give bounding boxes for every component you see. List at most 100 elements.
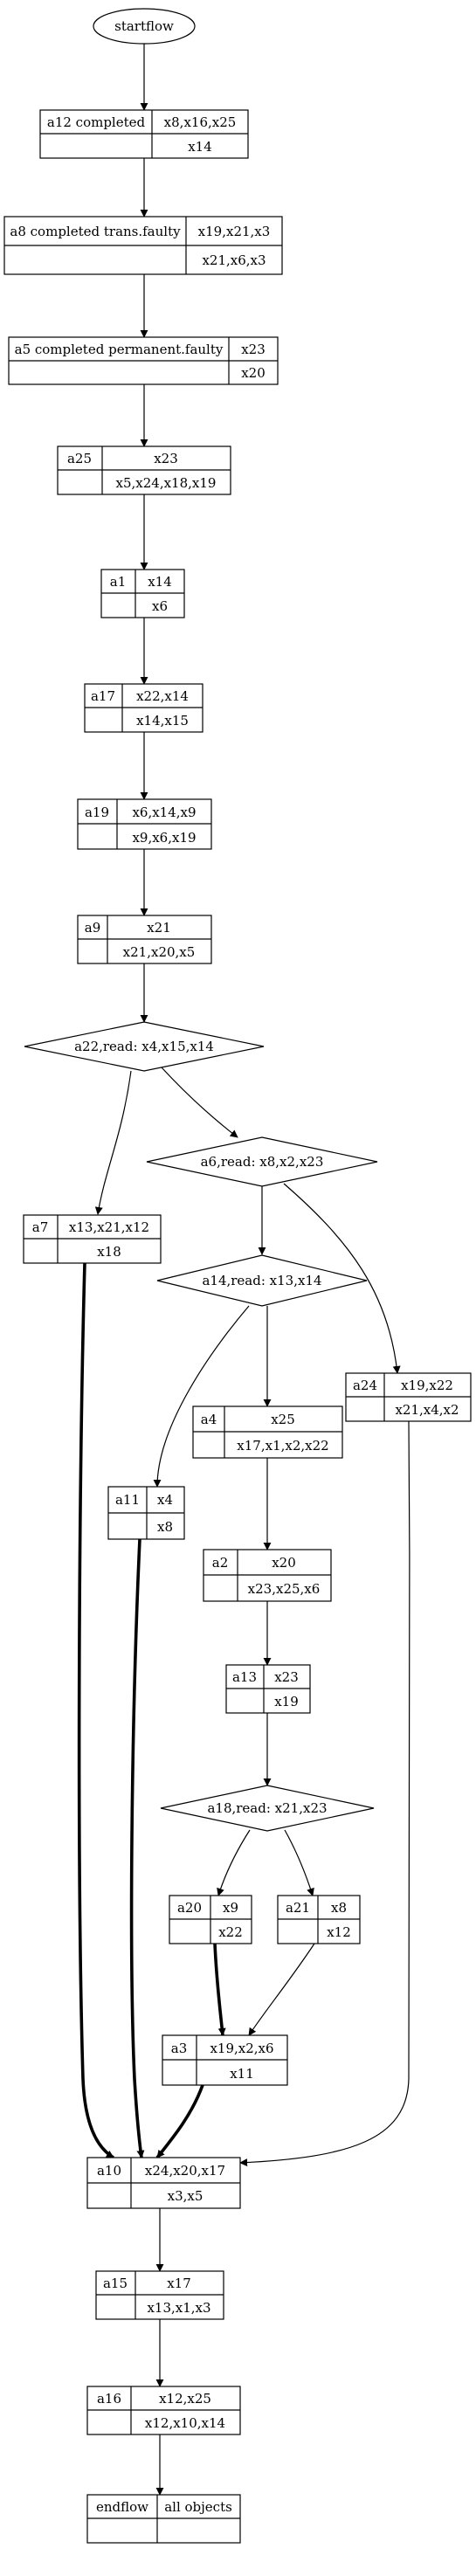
edge-a20-a3 [213, 1943, 226, 2036]
node-top-values: x6,x14,x9 [132, 805, 196, 820]
node-top-values: x19,x21,x3 [198, 224, 271, 239]
node-bottom-values: x11 [230, 2066, 254, 2082]
node-a3[interactable]: a3 x19,x2,x6 x11 [162, 2034, 288, 2086]
node-id: a2 [212, 1555, 229, 1571]
node-label: a6,read: x8,x2,x23 [201, 1154, 324, 1170]
node-top-values: x8 [331, 1900, 347, 1916]
node-a22[interactable]: a22,read: x4,x15,x14 [24, 1021, 265, 1072]
node-a20[interactable]: a20 x9 x22 [169, 1895, 252, 1944]
node-id: a5 completed permanent.faulty [15, 342, 224, 357]
node-id: endflow [96, 2499, 148, 2515]
node-id: a21 [286, 1900, 310, 1916]
node-id: a19 [85, 805, 109, 820]
node-endflow[interactable]: endflow all objects [86, 2494, 241, 2544]
node-top-values: x12,x25 [159, 2391, 211, 2407]
node-top-values: x19,x22 [401, 1378, 453, 1393]
node-bottom-values: x12,x10,x14 [145, 2415, 225, 2431]
node-top-values: x21 [147, 920, 171, 936]
node-a17[interactable]: a17 x22,x14 x14,x15 [84, 683, 204, 733]
node-id: a10 [97, 2163, 121, 2179]
edge-a21-a3 [248, 1943, 315, 2036]
node-top-values: x19,x2,x6 [210, 2041, 273, 2056]
node-a14[interactable]: a14,read: x13,x14 [156, 1254, 368, 1307]
node-top-values: x9 [223, 1900, 238, 1916]
node-top-values: x20 [272, 1555, 296, 1571]
node-id: a4 [201, 1412, 217, 1427]
node-a5[interactable]: a5 completed permanent.faulty x23 x20 [8, 336, 279, 385]
node-top-values: x24,x20,x17 [145, 2163, 225, 2179]
node-a19[interactable]: a19 x6,x14,x9 x9,x6,x19 [77, 798, 212, 850]
node-id: a1 [110, 574, 127, 590]
node-id: a13 [232, 1669, 257, 1685]
node-id: a15 [103, 2276, 128, 2291]
node-bottom-values: x14,x15 [136, 713, 189, 729]
nodes: startflow a12 completed x8,x16,x25 x14 a… [3, 8, 472, 2544]
node-id: a24 [353, 1378, 377, 1393]
node-a6[interactable]: a6,read: x8,x2,x23 [146, 1136, 378, 1187]
node-id: a17 [91, 688, 115, 704]
node-id: a8 completed trans.faulty [10, 224, 181, 239]
node-id: a11 [115, 1492, 140, 1508]
node-a9[interactable]: a9 x21 x21,x20,x5 [77, 915, 212, 964]
edge-a11-a10 [129, 1538, 145, 2158]
node-a21[interactable]: a21 x8 x12 [277, 1895, 361, 1944]
node-id: a3 [171, 2041, 188, 2056]
node-bottom-values: x22 [218, 1924, 243, 1940]
node-a24[interactable]: a24 x19,x22 x21,x4,x2 [345, 1372, 472, 1422]
node-a2[interactable]: a2 x20 x23,x25,x6 [203, 1549, 332, 1602]
node-id: a7 [32, 1219, 49, 1235]
node-a4[interactable]: a4 x25 x17,x1,x2,x22 [192, 1405, 343, 1459]
node-bottom-values: x5,x24,x18,x19 [116, 475, 217, 491]
node-bottom-values: x9,x6,x19 [132, 830, 196, 846]
edges [77, 44, 411, 2496]
node-a13[interactable]: a13 x23 x19 [225, 1664, 311, 1714]
node-top-values: x22,x14 [136, 688, 189, 704]
node-bottom-values: x3,x5 [168, 2188, 204, 2204]
edge-a18-a20 [217, 1829, 251, 1896]
node-a25[interactable]: a25 x23 x5,x24,x18,x19 [57, 445, 231, 495]
node-a12[interactable]: a12 completed x8,x16,x25 x14 [39, 109, 249, 159]
node-label: a14,read: x13,x14 [202, 1273, 321, 1288]
node-top-values: x8,x16,x25 [164, 114, 237, 130]
node-a15[interactable]: a15 x17 x13,x1,x3 [95, 2270, 224, 2320]
node-top-values: x23 [274, 1669, 299, 1685]
node-bottom-values: x6 [152, 598, 168, 614]
node-bottom-values: x12 [327, 1924, 351, 1940]
edge-a22-a6 [161, 1067, 238, 1138]
node-bottom-values: x21,x6,x3 [202, 252, 266, 268]
node-a10[interactable]: a10 x24,x20,x17 x3,x5 [86, 2157, 241, 2209]
node-top-values: x23 [154, 451, 178, 466]
node-bottom-values: x8 [157, 1519, 173, 1535]
node-a11[interactable]: a11 x4 x8 [107, 1486, 185, 1540]
node-label: startflow [114, 18, 174, 34]
edge-a14-a11 [153, 1305, 250, 1488]
node-bottom-values: x13,x1,x3 [147, 2300, 210, 2316]
node-bottom-values: x21,x20,x5 [123, 944, 196, 960]
node-top-values: x23 [241, 342, 266, 357]
node-id: a9 [85, 920, 101, 936]
node-startflow[interactable]: startflow [93, 8, 196, 45]
node-a7[interactable]: a7 x13,x21,x12 x18 [23, 1214, 162, 1264]
node-bottom-values: x19 [274, 1694, 299, 1709]
node-label: a18,read: x21,x23 [207, 1800, 327, 1816]
node-a16[interactable]: a16 x12,x25 x12,x10,x14 [86, 2386, 241, 2435]
edge-a6-a24 [283, 1183, 401, 1374]
node-bottom-values: x17,x1,x2,x22 [237, 1438, 328, 1454]
edge-a22-a7 [94, 1070, 132, 1215]
node-a1[interactable]: a1 x14 x6 [100, 569, 185, 618]
node-id: a12 completed [47, 114, 146, 130]
node-top-values: x25 [271, 1412, 295, 1427]
edge-a7-a10 [77, 1262, 114, 2159]
edge-a18-a21 [284, 1829, 314, 1896]
node-bottom-values: x14 [188, 139, 212, 155]
node-id: a20 [177, 1900, 202, 1916]
node-a8[interactable]: a8 completed trans.faulty x19,x21,x3 x21… [3, 216, 283, 275]
node-top-values: x14 [148, 574, 172, 590]
node-label: a22,read: x4,x15,x14 [74, 1039, 214, 1054]
node-bottom-values: x23,x25,x6 [248, 1581, 321, 1597]
node-a18[interactable]: a18,read: x21,x23 [160, 1785, 375, 1832]
node-bottom-values: x20 [241, 365, 266, 381]
node-top-values: x17 [167, 2276, 191, 2291]
